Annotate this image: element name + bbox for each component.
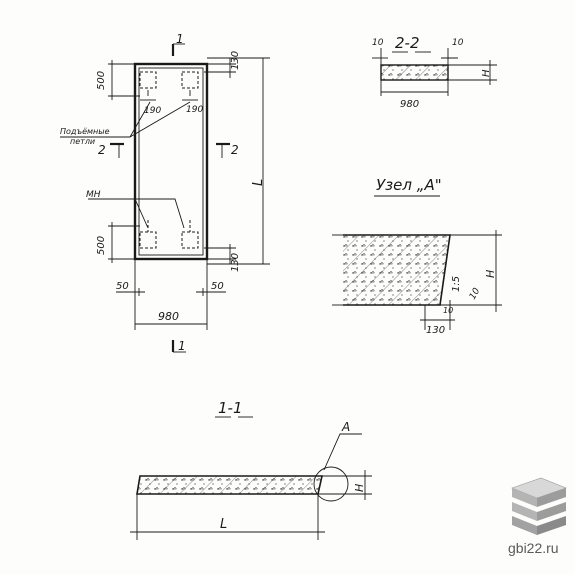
dim-side-right: 50 xyxy=(211,281,224,292)
section-2-2-width: 980 xyxy=(400,99,419,110)
dim-length-plan: L xyxy=(251,179,266,186)
node-a-gap: 10 xyxy=(468,286,483,301)
section-2-2-height: H xyxy=(481,69,492,77)
section-1-1-title: 1-1 xyxy=(218,399,243,417)
section-1-1-callout: А xyxy=(341,420,350,434)
dim-side-left: 50 xyxy=(116,281,129,292)
node-a-bottom-gap: 10 xyxy=(443,306,453,315)
node-a-width: 130 xyxy=(426,325,445,336)
loop-square-top-right xyxy=(181,71,199,89)
dim-loop-right: 190 xyxy=(186,105,203,115)
loop-square-top-left xyxy=(139,71,157,89)
slab-outline xyxy=(133,62,209,261)
section-mark-left: 2 xyxy=(98,143,106,157)
plan-view: 1 1 2 2 130 500 190 190 Подъёмные петли … xyxy=(60,32,270,353)
node-a: Узел „А" 1:5 10 H 10 130 xyxy=(332,176,502,336)
node-a-callout-circle xyxy=(313,466,349,502)
section-mark-bottom: 1 xyxy=(178,339,186,353)
dim-top-edge: 130 xyxy=(230,51,241,70)
label-mesh: МН xyxy=(86,190,101,200)
section-1-1-length: L xyxy=(220,517,227,532)
dim-loop-zone-bottom: 500 xyxy=(96,236,107,255)
watermark-text: gbi22.ru xyxy=(508,540,559,556)
node-a-slope: 1:5 xyxy=(451,276,462,292)
watermark-logo xyxy=(511,477,567,535)
section-mark-right: 2 xyxy=(231,143,239,157)
logo-layer-mid-icon xyxy=(512,502,537,521)
loop-square-bottom-right xyxy=(181,231,199,249)
label-lifting-loops-2: петли xyxy=(70,137,95,146)
section-2-2-title: 2-2 xyxy=(395,34,420,52)
section-1-1-height: H xyxy=(353,484,366,492)
dim-bottom-edge: 130 xyxy=(230,253,241,272)
logo-layer-bottom-icon xyxy=(512,516,537,535)
section-2-2-gap-right: 10 xyxy=(452,38,464,48)
node-a-title: Узел „А" xyxy=(376,176,442,194)
section-1-1: 1-1 А H L xyxy=(130,399,372,540)
dim-width-plan: 980 xyxy=(158,310,179,323)
section-2-2-gap-left: 10 xyxy=(372,38,384,48)
dim-loop-zone-top: 500 xyxy=(96,71,107,90)
label-lifting-loops: Подъёмные xyxy=(60,127,110,136)
loop-square-bottom-left xyxy=(139,231,157,249)
section-mark-top: 1 xyxy=(176,32,184,46)
section-2-2: 2-2 10 10 H 980 xyxy=(372,34,497,110)
dim-loop-left: 190 xyxy=(144,106,161,116)
slab-inner-edge xyxy=(138,67,204,256)
node-a-height: H xyxy=(484,270,497,278)
